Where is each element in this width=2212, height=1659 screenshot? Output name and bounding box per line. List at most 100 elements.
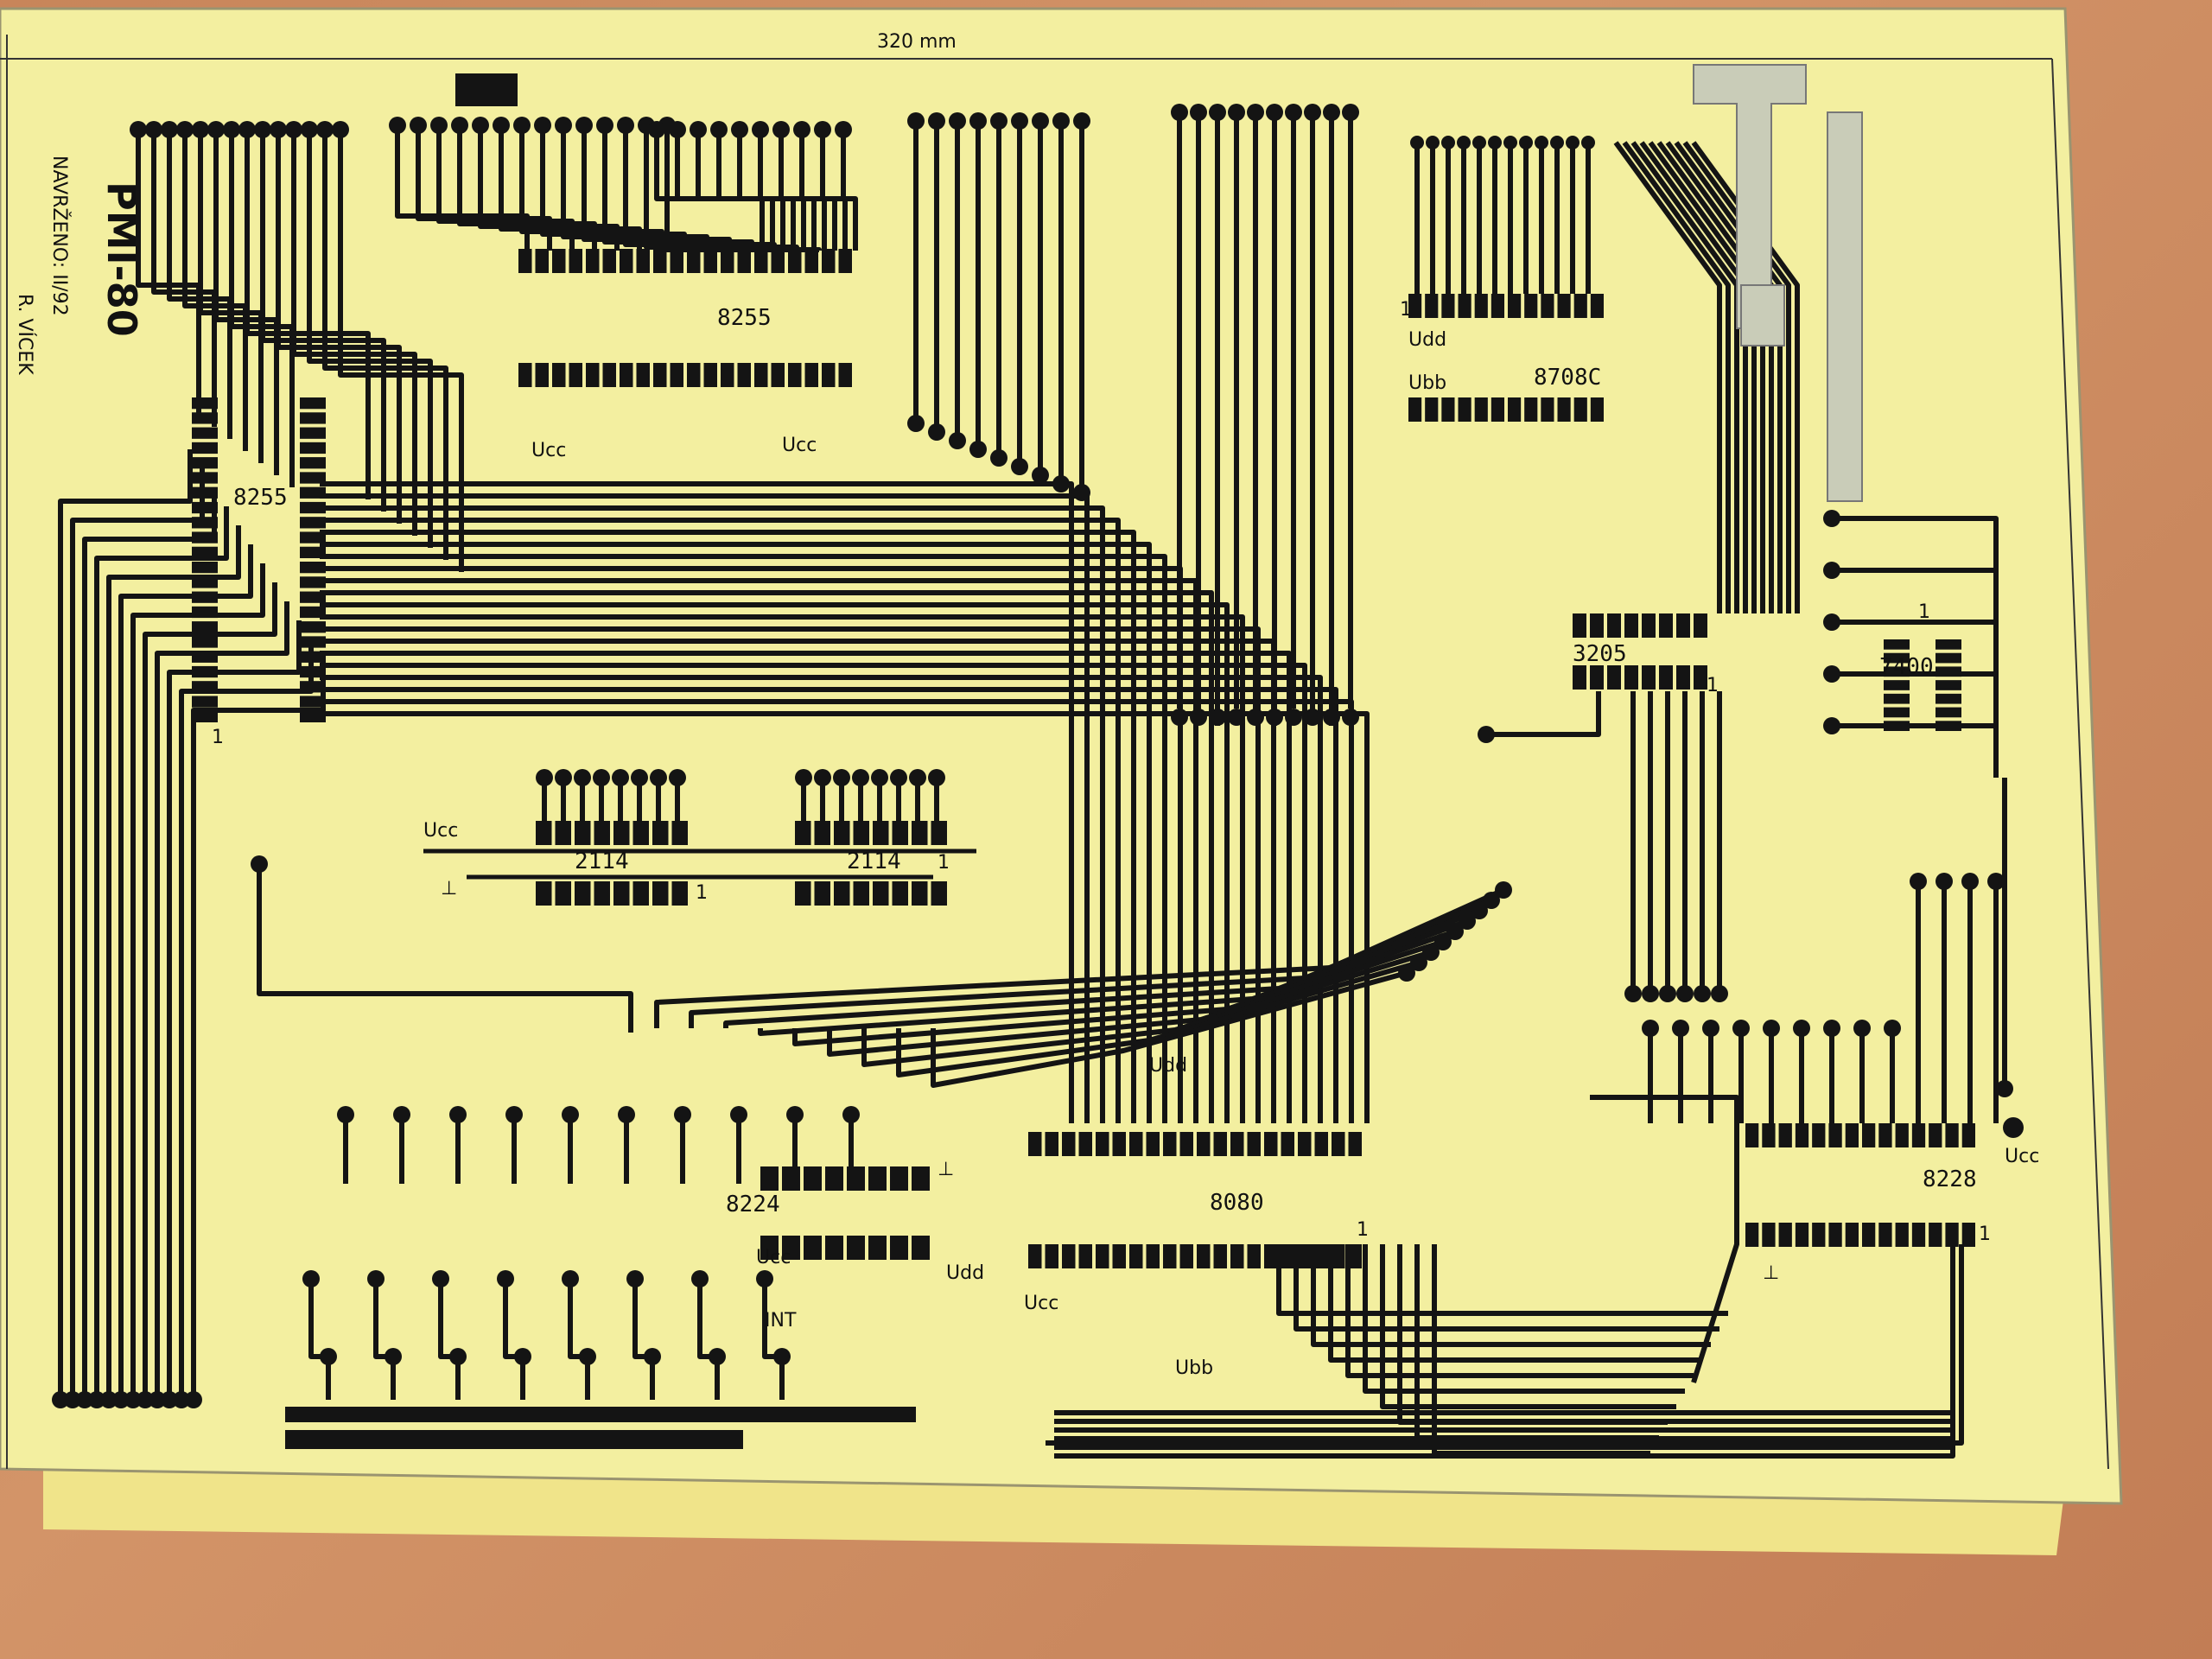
decoder-trace <box>1682 141 1791 613</box>
pad <box>1996 1080 2013 1097</box>
chip-pin <box>873 821 889 845</box>
chip-pin <box>1524 397 1538 422</box>
chip-pin <box>1557 397 1571 422</box>
chip-pin <box>1762 1223 1776 1247</box>
key-pad <box>562 1270 579 1287</box>
chip-pin <box>1884 693 1910 704</box>
header-pad <box>270 121 287 138</box>
header-pad <box>990 449 1007 467</box>
header-pad <box>617 117 634 134</box>
chip-pin <box>721 363 734 387</box>
chip-ram1: 2114 <box>536 821 688 906</box>
pad <box>1732 1020 1750 1037</box>
chip-pin <box>1812 1223 1826 1247</box>
chip-pin <box>1264 1244 1278 1268</box>
header-pad <box>332 121 349 138</box>
pad <box>852 769 869 786</box>
chip-pin <box>1573 294 1587 318</box>
chip-pin <box>804 249 818 273</box>
chip-pin <box>1096 1244 1109 1268</box>
data-bus-trace <box>320 518 1121 1123</box>
chip-pin <box>300 696 326 708</box>
pin-one-marker: 1 <box>1357 1219 1369 1241</box>
chip-pin <box>1557 294 1571 318</box>
header-pad <box>1266 709 1283 726</box>
pad <box>1823 665 1840 683</box>
chip-pin <box>1694 613 1707 638</box>
header-pad <box>969 441 987 458</box>
chip-pin <box>555 881 571 906</box>
chip-pin <box>1862 1223 1876 1247</box>
chip-ppi_top: 8255 <box>518 249 852 387</box>
pad <box>833 769 850 786</box>
ram-cs-trace <box>257 864 633 1033</box>
chip-ram2: 2114 <box>795 821 947 906</box>
chip-pin <box>1541 294 1554 318</box>
addr-diag-trace <box>931 970 1408 1088</box>
ucc-label-5: Ucc <box>1024 1293 1058 1314</box>
chip-pin <box>653 249 667 273</box>
bus-pad <box>100 1391 118 1408</box>
chip-pin <box>192 531 218 543</box>
addr-diag-trace <box>689 898 1493 1028</box>
header-pad <box>410 117 427 134</box>
chip-pin <box>795 881 811 906</box>
chip-pin <box>1590 294 1604 318</box>
chip-pin <box>1945 1123 1959 1147</box>
decoder-trace <box>1691 141 1800 613</box>
pad <box>1495 881 1512 899</box>
chip-label-ppi_left: 8255 <box>233 485 288 511</box>
top-left-trace <box>322 130 448 560</box>
chip-pin <box>1878 1223 1892 1247</box>
pad <box>631 769 648 786</box>
chip-pin <box>1179 1244 1193 1268</box>
header-pad <box>301 121 318 138</box>
chip-pin <box>1936 707 1961 718</box>
chip-pin <box>300 681 326 693</box>
chip-pin <box>754 363 768 387</box>
chip-pin <box>300 531 326 543</box>
header-pad <box>907 112 925 130</box>
chip-pin <box>536 881 552 906</box>
header-pad <box>1247 709 1264 726</box>
chip-pin <box>1129 1244 1143 1268</box>
eprom-pad <box>1426 136 1440 149</box>
chip-pin <box>788 249 802 273</box>
author-label: R. VÍCEK <box>14 294 36 375</box>
chip-pin <box>1845 1123 1859 1147</box>
chip-pin <box>300 397 326 410</box>
cpu-low-trace <box>1345 1244 1694 1378</box>
chip-pin <box>1945 1223 1959 1247</box>
addr-diag-trace <box>827 939 1444 1057</box>
decoder-trace <box>1622 141 1731 613</box>
bus-pad <box>88 1391 105 1408</box>
chip-pin <box>1590 613 1604 638</box>
header-pad <box>472 117 489 134</box>
chip-pin <box>1607 665 1621 690</box>
addr-diag-trace <box>758 918 1469 1036</box>
chip-pin <box>1112 1132 1126 1156</box>
top-left-trace <box>338 130 464 572</box>
chip-pin <box>569 249 582 273</box>
pad <box>1422 944 1440 961</box>
chip-pin <box>300 546 326 558</box>
header-pad <box>648 121 665 138</box>
header-pad <box>1323 709 1340 726</box>
chip-pin <box>192 501 218 514</box>
chip-pin <box>1474 397 1488 422</box>
eprom-pad <box>1488 136 1502 149</box>
chip-pin <box>822 249 836 273</box>
chip-pin <box>1961 1123 1975 1147</box>
header-pad <box>1032 112 1049 130</box>
chip-pin <box>853 821 869 845</box>
chip-pin <box>1778 1123 1792 1147</box>
chip-pin <box>518 363 532 387</box>
chip-pin <box>1441 294 1455 318</box>
pad <box>1459 912 1476 930</box>
header-pad <box>814 121 831 138</box>
frame-right-line <box>2051 58 2109 1470</box>
chip-pin <box>192 606 218 619</box>
left-bus-trace <box>118 544 253 1400</box>
